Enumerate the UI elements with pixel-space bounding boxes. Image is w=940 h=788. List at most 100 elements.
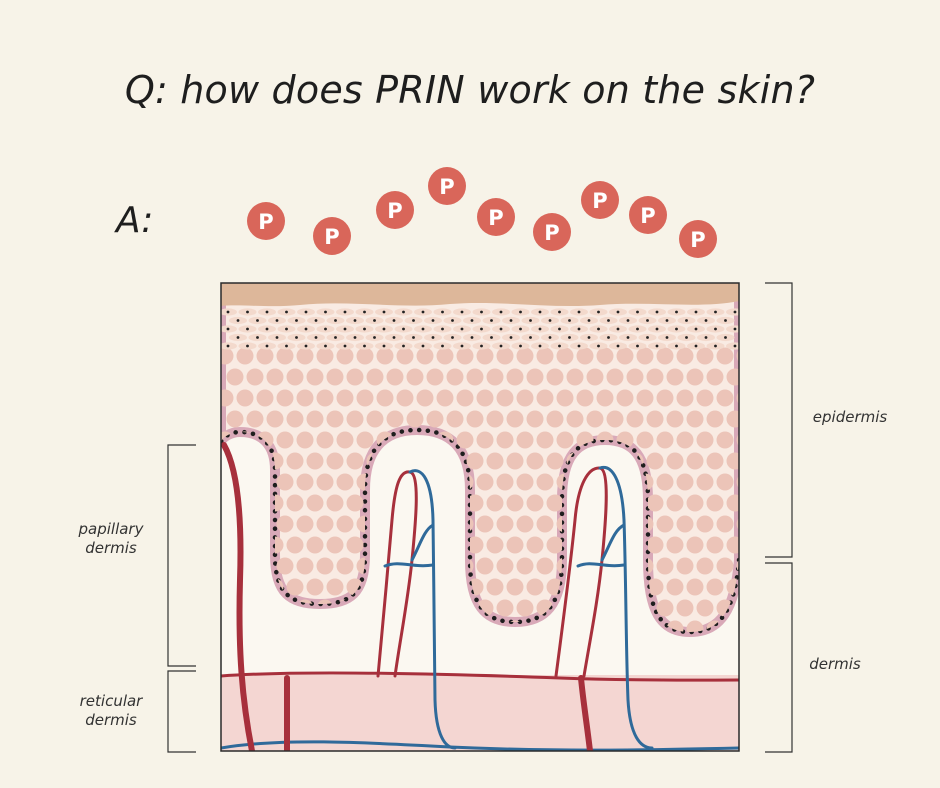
cell-nucleus — [597, 344, 600, 348]
artery-horizontal — [221, 671, 739, 682]
epidermal-cell — [676, 431, 694, 449]
epidermal-cell — [396, 389, 414, 407]
epidermal-cell — [346, 494, 364, 512]
label-reticular-line2: dermis — [85, 711, 137, 729]
epidermal-cell — [716, 431, 734, 449]
p-particle: P — [679, 220, 717, 258]
epidermal-cell — [406, 368, 424, 386]
cell-nucleus — [577, 310, 581, 314]
epidermal-cell — [326, 536, 344, 554]
cell-nucleus — [275, 319, 279, 322]
epidermal-cell — [466, 452, 484, 470]
epidermal-cell — [416, 347, 434, 365]
epidermal-cell — [286, 494, 304, 512]
bracket-epidermis — [765, 282, 793, 558]
epidermal-cell — [496, 557, 514, 575]
epidermal-cell — [376, 389, 394, 407]
epidermal-cell — [556, 431, 574, 449]
cell-nucleus — [529, 336, 532, 339]
epidermal-cell — [626, 368, 644, 386]
cell-nucleus — [548, 319, 552, 322]
cell-nucleus — [724, 319, 727, 322]
p-particle: P — [629, 196, 667, 234]
cell-nucleus — [665, 319, 669, 322]
cell-nucleus — [314, 336, 318, 339]
cell-nucleus — [460, 344, 464, 348]
epidermal-cell — [696, 599, 714, 617]
epidermal-cell — [676, 557, 694, 575]
cell-nucleus — [694, 344, 698, 348]
blood-vessels — [221, 442, 739, 751]
cell-nucleus — [246, 344, 249, 348]
epidermal-cell — [226, 368, 244, 386]
cell-nucleus — [256, 336, 259, 339]
cell-nucleus — [733, 344, 737, 348]
epidermal-cell — [336, 515, 354, 533]
svg-text:P: P — [488, 206, 503, 230]
epidermal-cell — [446, 410, 464, 428]
cell-nucleus — [655, 344, 659, 348]
epidermal-cell — [656, 431, 674, 449]
artery-connector-2 — [578, 675, 593, 751]
p-particle: P — [313, 217, 351, 255]
epidermal-cell — [506, 494, 524, 512]
cell-nucleus — [597, 310, 600, 314]
epidermal-cell — [726, 410, 739, 428]
epidermal-cell — [526, 494, 544, 512]
epidermal-cell — [506, 410, 524, 428]
epidermal-cell — [516, 347, 534, 365]
flat-cell — [726, 342, 739, 350]
epidermal-cell — [496, 473, 514, 491]
epidermal-cell — [676, 473, 694, 491]
cell-nucleus — [265, 327, 269, 331]
epidermal-cell — [646, 578, 664, 596]
cell-nucleus — [714, 344, 717, 348]
epidermal-cell — [506, 578, 524, 596]
epidermal-cell — [686, 536, 704, 554]
epidermal-cell — [686, 494, 704, 512]
cell-nucleus — [529, 319, 532, 322]
epidermal-cell — [516, 557, 534, 575]
cell-nucleus — [451, 319, 454, 322]
epidermal-cell — [316, 389, 334, 407]
flat-cell — [726, 325, 739, 333]
epidermal-cell — [566, 368, 584, 386]
cell-nucleus — [694, 310, 698, 314]
label-papillary-line2: dermis — [85, 539, 137, 557]
epidermal-cell — [436, 389, 454, 407]
epidermal-cell — [466, 410, 484, 428]
cell-nucleus — [236, 336, 240, 339]
epidermal-cell — [326, 452, 344, 470]
epidermal-cell — [706, 452, 724, 470]
epidermal-cell — [506, 536, 524, 554]
epidermal-cell — [536, 389, 554, 407]
epidermal-cell — [747, 579, 764, 596]
epidermal-cell — [716, 515, 734, 533]
cell-nucleus — [616, 344, 620, 348]
cell-nucleus — [402, 327, 405, 331]
cell-nucleus — [568, 336, 571, 339]
epidermal-cell — [616, 347, 634, 365]
epidermal-cell — [606, 368, 624, 386]
epidermal-cell — [476, 515, 494, 533]
epidermal-cell — [386, 410, 404, 428]
epidermal-cell — [726, 536, 739, 554]
cell-nucleus — [685, 319, 688, 322]
cell-nucleus — [373, 319, 376, 322]
epidermal-cell — [296, 473, 314, 491]
epidermal-cell — [306, 410, 324, 428]
cell-nucleus — [646, 336, 649, 339]
epidermal-cell — [656, 515, 674, 533]
epidermal-cell — [686, 410, 704, 428]
cell-nucleus — [538, 327, 542, 331]
epidermal-cell — [646, 452, 664, 470]
epidermal-cell — [276, 431, 294, 449]
bracket-papillary — [167, 444, 196, 667]
epidermal-cell — [747, 369, 764, 386]
epidermal-cell — [286, 368, 304, 386]
epidermal-cell — [596, 347, 614, 365]
cell-nucleus — [519, 310, 522, 314]
cell-nucleus — [714, 310, 717, 314]
cell-nucleus — [558, 344, 561, 348]
